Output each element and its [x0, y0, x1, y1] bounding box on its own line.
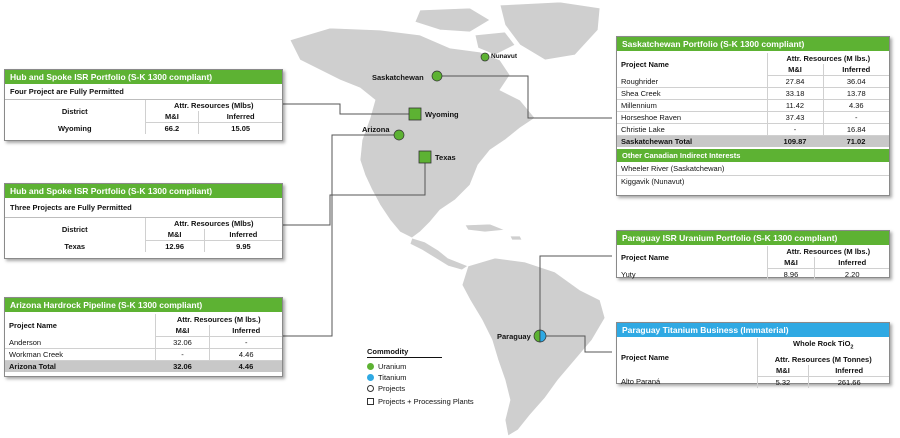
central-america-landmass	[409, 237, 469, 271]
panel-title: Hub and Spoke ISR Portfolio (S-K 1300 co…	[5, 184, 282, 198]
table-row: Horseshoe Raven 37.43 -	[617, 111, 889, 124]
resources-table: Project Name Attr. Resources (M lbs.) M&…	[617, 53, 889, 147]
total-row: Saskatchewan Total 109.87 71.02	[617, 135, 889, 147]
texas-plant-marker	[418, 150, 432, 164]
resources-table: Project Name Attr. Resources (M lbs.) M&…	[617, 246, 889, 280]
legend-item-plants: Projects + Processing Plants	[367, 396, 497, 407]
table-row: Christie Lake - 16.84	[617, 123, 889, 136]
plant-square-icon	[367, 398, 374, 405]
leader-texas	[283, 160, 426, 226]
col-district: District	[5, 218, 146, 241]
label-wyoming: Wyoming	[425, 110, 459, 119]
col-inferred: Inferred	[198, 111, 282, 123]
panel-title: Hub and Spoke ISR Portfolio (S-K 1300 co…	[5, 70, 282, 84]
col-resources: Attr. Resources (M lbs.)	[176, 315, 261, 324]
paraguay-titanium-panel: Paraguay Titanium Business (Immaterial) …	[616, 322, 890, 388]
panel-title: Paraguay ISR Uranium Portfolio (S-K 1300…	[617, 231, 889, 245]
resources-table: Project Name Attr. Resources (M lbs.) M&…	[5, 314, 282, 372]
col-mi: M&I	[767, 257, 816, 269]
paraguay-isr-panel: Paraguay ISR Uranium Portfolio (S-K 1300…	[616, 230, 890, 280]
south-america-landmass	[461, 257, 606, 437]
col-project: Project Name	[617, 338, 758, 376]
list-item: Wheeler River (Saskatchewan)	[617, 162, 889, 176]
col-inferred: Inferred	[808, 364, 889, 377]
leader-saskatchewan	[437, 75, 612, 119]
label-nunavut: Nunavut	[491, 53, 517, 60]
col-mi: M&I	[155, 325, 211, 337]
paraguay-marker	[533, 329, 547, 343]
col-inferred: Inferred	[814, 257, 889, 269]
table-row: Shea Creek 33.18 13.78	[617, 87, 889, 100]
panel-title: Paraguay Titanium Business (Immaterial)	[617, 323, 889, 337]
panel-title: Arizona Hardrock Pipeline (S-K 1300 comp…	[5, 298, 282, 312]
label-arizona: Arizona	[362, 125, 390, 134]
wyoming-panel: Hub and Spoke ISR Portfolio (S-K 1300 co…	[4, 69, 283, 141]
leader-arizona	[283, 134, 399, 337]
saskatchewan-uranium-marker	[431, 70, 443, 82]
col-inferred: Inferred	[204, 229, 282, 241]
other-interests-list: Wheeler River (Saskatchewan) Kiggavik (N…	[617, 162, 889, 188]
col-whole-rock: Whole Rock TiO2	[793, 339, 854, 351]
panel-title: Saskatchewan Portfolio (S-K 1300 complia…	[617, 37, 889, 51]
label-saskatchewan: Saskatchewan	[372, 73, 424, 82]
col-inferred: Inferred	[209, 325, 282, 337]
label-paraguay: Paraguay	[497, 332, 531, 341]
col-resources: Attr. Resources (Mlbs)	[173, 219, 254, 228]
other-interests-header: Other Canadian Indirect Interests	[617, 149, 889, 162]
col-resources: Attr. Resources (M lbs.)	[786, 247, 871, 256]
table-row: Wyoming 66.2 15.05	[5, 122, 282, 134]
arizona-panel: Arizona Hardrock Pipeline (S-K 1300 comp…	[4, 297, 283, 377]
greenland-landmass	[499, 1, 601, 61]
table-row: Alto Paraná 5.32 261.66	[617, 376, 889, 388]
col-resources: Attr. Resources (M lbs.)	[786, 54, 871, 63]
panel-subtitle: Three Projects are Fully Permitted	[5, 198, 282, 218]
table-row: Texas 12.96 9.95	[5, 240, 282, 252]
uranium-dot-icon	[367, 363, 374, 370]
texas-panel: Hub and Spoke ISR Portfolio (S-K 1300 co…	[4, 183, 283, 259]
leader-wyoming	[283, 103, 415, 115]
resources-table: District Attr. Resources (Mlbs) M&I Infe…	[5, 100, 282, 134]
col-mi: M&I	[757, 364, 810, 377]
arizona-uranium-marker	[393, 129, 405, 141]
table-row: Yuty 8.96 2.20	[617, 268, 889, 280]
panel-subtitle: Four Project are Fully Permitted	[5, 84, 282, 100]
col-project: Project Name	[5, 314, 156, 337]
legend-item-projects: Projects	[367, 383, 497, 394]
table-row: Millennium 11.42 4.36	[617, 99, 889, 112]
col-inferred: Inferred	[823, 64, 889, 76]
saskatchewan-panel: Saskatchewan Portfolio (S-K 1300 complia…	[616, 36, 890, 196]
wyoming-plant-marker	[408, 107, 422, 121]
col-mi: M&I	[145, 111, 200, 123]
list-item: Kiggavik (Nunavut)	[621, 177, 685, 187]
resources-table: District Attr. Resources (Mlbs) M&I Infe…	[5, 218, 282, 252]
total-row: Arizona Total 32.06 4.46	[5, 360, 282, 372]
table-row: Roughrider 27.84 36.04	[617, 75, 889, 88]
legend-item-uranium: Uranium	[367, 361, 497, 372]
arctic-islands	[414, 7, 491, 33]
titanium-dot-icon	[367, 374, 374, 381]
col-project: Project Name	[617, 246, 768, 269]
label-texas: Texas	[435, 153, 456, 162]
col-mi: M&I	[767, 64, 824, 76]
legend-title: Commodity	[367, 347, 442, 358]
col-resources: Attr. Resources (Mlbs)	[173, 101, 254, 110]
col-resources: Attr. Resources (M Tonnes)	[774, 354, 872, 364]
col-project: Project Name	[617, 53, 768, 76]
nunavut-uranium-marker	[480, 52, 490, 62]
leader-paraguay-isr	[539, 255, 612, 336]
project-circle-icon	[367, 385, 374, 392]
leader-paraguay-ti	[540, 335, 612, 353]
resources-table: Project Name Whole Rock TiO2 Attr. Resou…	[617, 338, 889, 388]
table-row: Workman Creek - 4.46	[5, 348, 282, 361]
north-america-landmass	[289, 27, 536, 239]
legend-item-titanium: Titanium	[367, 372, 497, 383]
col-mi: M&I	[145, 229, 205, 241]
col-district: District	[5, 100, 146, 123]
table-row: Anderson 32.06 -	[5, 336, 282, 349]
legend: Commodity Uranium Titanium Projects Proj…	[367, 347, 497, 407]
